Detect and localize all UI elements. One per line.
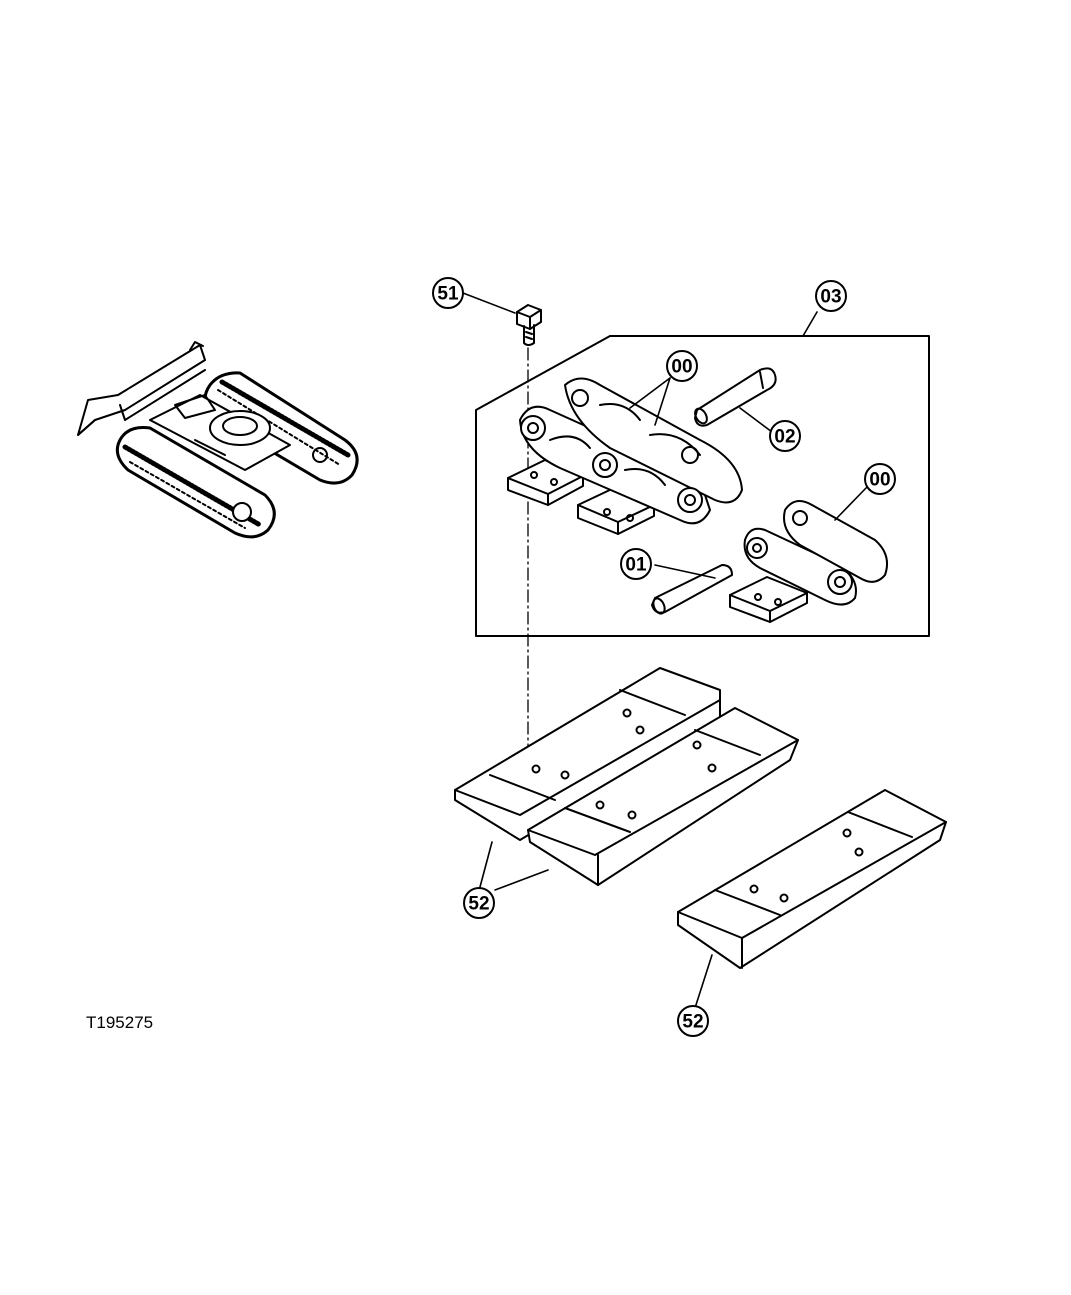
callout-51: [432, 277, 464, 309]
track-shoe-pair-part: [454, 667, 799, 886]
callout-02-label: 02: [774, 427, 795, 448]
cap-screw-part: [516, 304, 542, 761]
callout-52-upper: [463, 887, 495, 919]
figure-id: T195275: [86, 1013, 154, 1032]
track-shoe-single-part: [677, 789, 947, 969]
callout-02: [769, 420, 801, 452]
track-pin-02-part: [694, 367, 777, 427]
callout-00-lower: [864, 463, 896, 495]
track-link-lower-part: [729, 500, 888, 623]
callout-52-upper-label: 52: [468, 894, 489, 915]
callout-01: [620, 548, 652, 580]
excavator-overview-illustration: [77, 341, 359, 539]
callout-00-lower-label: 00: [869, 470, 890, 491]
callout-52-lower-label: 52: [682, 1012, 703, 1033]
callout-52-lower: [677, 1005, 709, 1037]
callout-01-label: 01: [625, 555, 647, 576]
track-link-upper-part: [507, 377, 743, 535]
callout-03-label: 03: [820, 287, 841, 308]
callout-00-upper-label: 00: [671, 357, 692, 378]
track-chain-group-frame: [475, 335, 930, 637]
callout-51-label: 51: [437, 284, 459, 305]
leader-lines: [462, 292, 868, 1009]
callout-03: [815, 280, 847, 312]
callout-00-upper: [666, 350, 698, 382]
